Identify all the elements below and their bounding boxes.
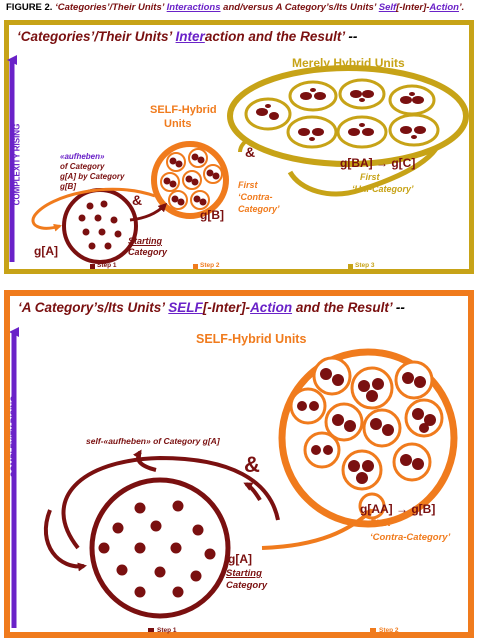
contra-label-p1-2: Category’ [238, 204, 280, 214]
aufheben-line-2: of Category [60, 162, 105, 171]
arrow-aufheben-p1 [31, 187, 156, 232]
contra-label-p2: ‘Contra-Category’ [370, 532, 451, 543]
self-hybrid-cells-p1 [160, 148, 223, 210]
caption-mid: A Category’s/Its Units’ [273, 2, 379, 13]
step3-label-p1: Step 3 [355, 262, 375, 269]
panel1-axis-label: COMPLEXITY RISING [12, 123, 22, 206]
step1-marker-p1 [90, 264, 95, 269]
caption-interactions: Interactions [166, 2, 221, 13]
step2-marker-p1 [193, 264, 198, 269]
starting-category-circle-p2 [89, 477, 231, 619]
caption-inter: [-Inter]- [396, 2, 430, 13]
self-hybrid-label-p2: SELF-Hybrid Units [196, 332, 307, 346]
arrow-start-to-self-p1 [129, 202, 168, 222]
step3-marker-p1 [348, 264, 353, 269]
self-aufheben-arc [61, 455, 280, 550]
self-aufheben-top-arrow [133, 449, 157, 472]
step1-marker-p2 [148, 628, 154, 634]
panel2-title-b: and the Result’ [292, 300, 393, 315]
panel2-title: ‘A Category’s/Its Units’ SELF[-Inter]-Ac… [18, 300, 405, 315]
ampersand-p2: & [244, 452, 260, 477]
panel1-title: ‘Categories’/Their Units’ Interaction an… [17, 29, 357, 44]
aufheben-line-4: g[B] [60, 182, 76, 191]
aufheben-line-1: «aufheben» [60, 152, 105, 161]
first-label-p2: First [370, 518, 391, 529]
caption-versus: /versus [240, 2, 274, 13]
gA-label-p2: g[A] [228, 552, 252, 566]
step2-marker-p2 [370, 628, 376, 634]
panel2-title-self: SELF [168, 300, 203, 315]
merely-hybrid-label: Merely Hybrid Units [292, 56, 405, 70]
caption-self: Self [378, 2, 397, 13]
caption-and: and [220, 2, 241, 13]
panel-categories-interaction: ‘Categories’/Their Units’ Interaction an… [4, 20, 474, 274]
starting-label-p1-2: Category [128, 247, 168, 257]
self-hybrid-label-1: SELF-Hybrid [150, 104, 217, 116]
ampersand-2: & [245, 144, 256, 160]
step1-label-p2: Step 1 [157, 627, 177, 634]
self-aufheben-left-arrow [43, 509, 87, 572]
self-hybrid-label-2: Units [164, 118, 192, 130]
caption-action: Action [429, 2, 459, 13]
figure-caption: FIGURE 2. ‘Categories’/Their Units’ Inte… [6, 2, 476, 18]
starting-units-p2 [98, 500, 216, 598]
starting-label-p2-2: Category [226, 580, 268, 591]
panel1-title-a: ‘Categories’/Their Units’ [17, 29, 176, 44]
panel2-title-inter: [-Inter]- [202, 300, 251, 315]
starting-label-p2-1: Starting [226, 568, 262, 579]
panel1-title-inter: Inter [175, 29, 205, 44]
caption-post: ’. [458, 2, 465, 13]
arrow-start-to-self-p2 [261, 508, 374, 550]
aufheben-line-3: g[A] by Category [60, 172, 125, 181]
panel-category-self-action: ‘A Category’s/Its Units’ SELF[-Inter]-Ac… [4, 290, 474, 638]
panel2-title-dash: -- [392, 300, 405, 315]
panel2-title-a: ‘A Category’s/Its Units’ [18, 300, 169, 315]
self-aufheben-arrowhead [243, 482, 262, 502]
first-label-p1-b: First [360, 172, 380, 182]
panel2-title-action: Action [250, 300, 293, 315]
self-aufheben-label: self-«aufheben» of Category g[A] [86, 436, 220, 446]
gAA-label: g[AA] → g[B] [360, 502, 436, 516]
contra-label-p1-1: ‘Contra- [238, 192, 273, 202]
uni-category-label: ‘Uni-Category’ [352, 184, 414, 194]
step1-label-p1: Step 1 [97, 262, 117, 269]
gB-label-p1: g[B] [200, 208, 224, 222]
first-label-p1: First [238, 180, 258, 190]
caption-pre: ‘Categories’/Their Units’ [55, 2, 167, 13]
panel2-axis-label-wrap: COMPLEXITY RISING [6, 340, 22, 620]
step2-label-p2: Step 2 [379, 627, 399, 634]
gBA-label: g[BA] → g[C] [340, 156, 416, 170]
merely-hybrid-cells [244, 78, 440, 149]
starting-category-circle-p1 [62, 188, 138, 264]
figure-label: FIGURE 2. [6, 2, 53, 13]
panel1-title-dash: -- [344, 29, 358, 44]
step2-label-p1: Step 2 [200, 262, 220, 269]
starting-label-p1-1: Starting [128, 236, 163, 246]
gA-label-p1: g[A] [34, 244, 58, 258]
ampersand-1: & [132, 192, 143, 208]
panel1-title-b: action and the Result’ [204, 29, 345, 44]
self-hybrid-cells-p2 [289, 356, 444, 520]
starting-units-p1 [78, 200, 122, 250]
panel1-axis-label-wrap: COMPLEXITY RISING [4, 82, 22, 252]
panel2-axis-label: COMPLEXITY RISING [9, 395, 19, 478]
